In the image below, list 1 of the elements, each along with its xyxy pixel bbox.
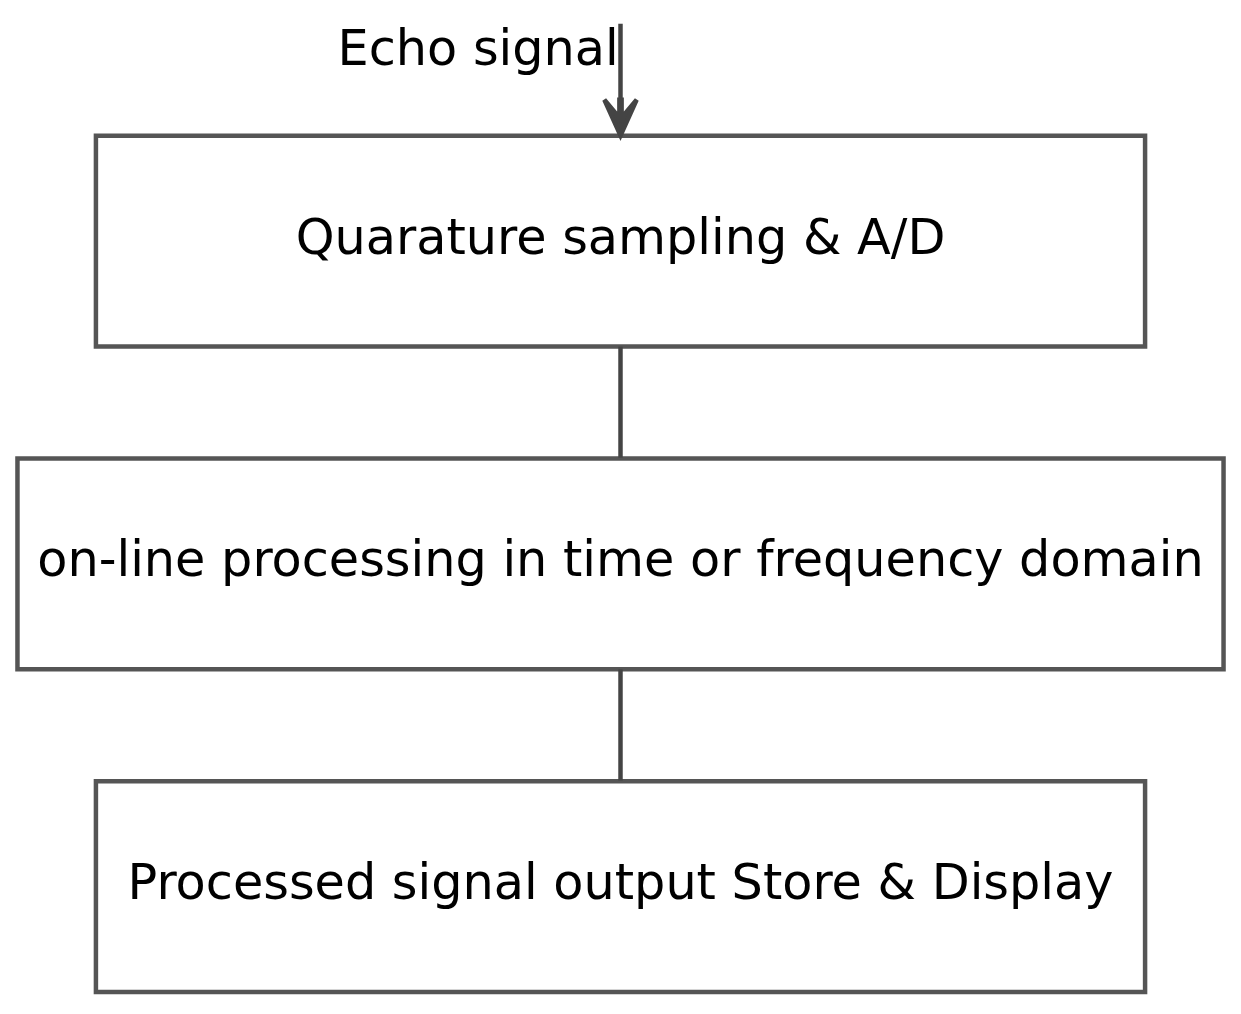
edge-label: Echo signal xyxy=(337,19,619,78)
